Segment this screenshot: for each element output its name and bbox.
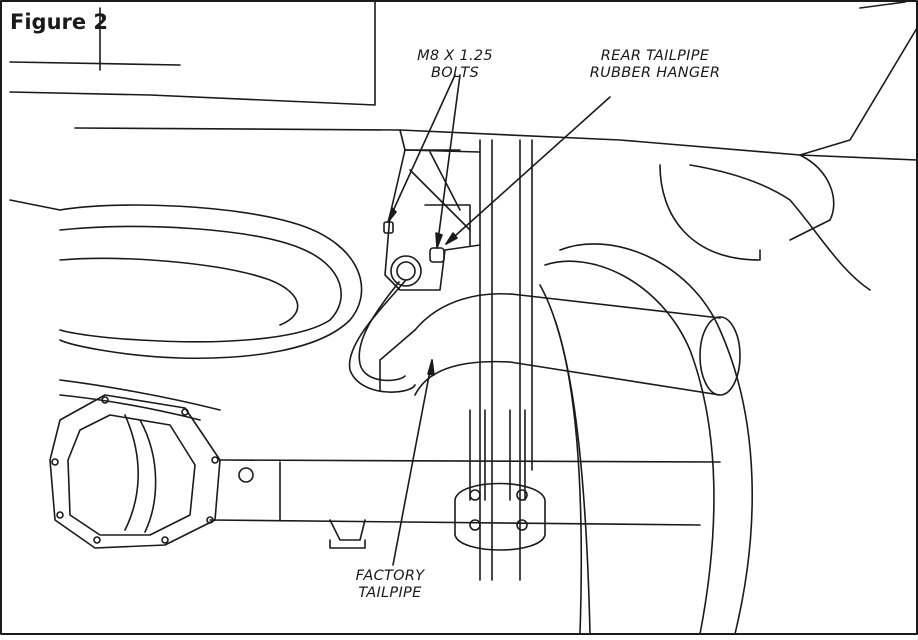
- hanger-callout-line2: RUBBER HANGER: [589, 65, 721, 81]
- figure-title: Figure 2: [10, 10, 109, 34]
- bolts-callout: M8 X 1.25 BOLTS: [395, 48, 515, 82]
- hanger-rod: [348, 279, 416, 393]
- leader-bolts-right: [436, 74, 461, 249]
- tailpipe-callout-line2: TAILPIPE: [358, 585, 422, 601]
- axle-vent: [238, 467, 254, 483]
- tailpipe-callout-line1: FACTORY: [355, 568, 425, 584]
- rear-tire: [539, 154, 871, 635]
- leader-tailpipe: [392, 359, 433, 566]
- leader-hanger: [445, 96, 611, 245]
- bolts-callout-line1: M8 X 1.25: [417, 48, 493, 64]
- axle-tube: [209, 459, 721, 549]
- tailpipe-callout: FACTORY TAILPIPE: [330, 568, 450, 602]
- leader-bolts-left: [387, 74, 456, 223]
- bolts-callout-line2: BOLTS: [430, 65, 480, 81]
- hanger-bolt-right: [429, 247, 445, 263]
- hanger-callout-line1: REAR TAILPIPE: [600, 48, 710, 64]
- factory-tailpipe: [379, 292, 741, 396]
- hanger-callout: REAR TAILPIPE RUBBER HANGER: [545, 48, 765, 82]
- ubolt-plate: [454, 409, 546, 551]
- tailpipe-outlet: [699, 316, 741, 396]
- rubber-hanger-grommet: [390, 255, 422, 287]
- spare-tire: [9, 199, 363, 421]
- differential: [49, 394, 221, 549]
- tailpipe-bracket: [383, 149, 481, 291]
- callout-leaders: [387, 74, 611, 566]
